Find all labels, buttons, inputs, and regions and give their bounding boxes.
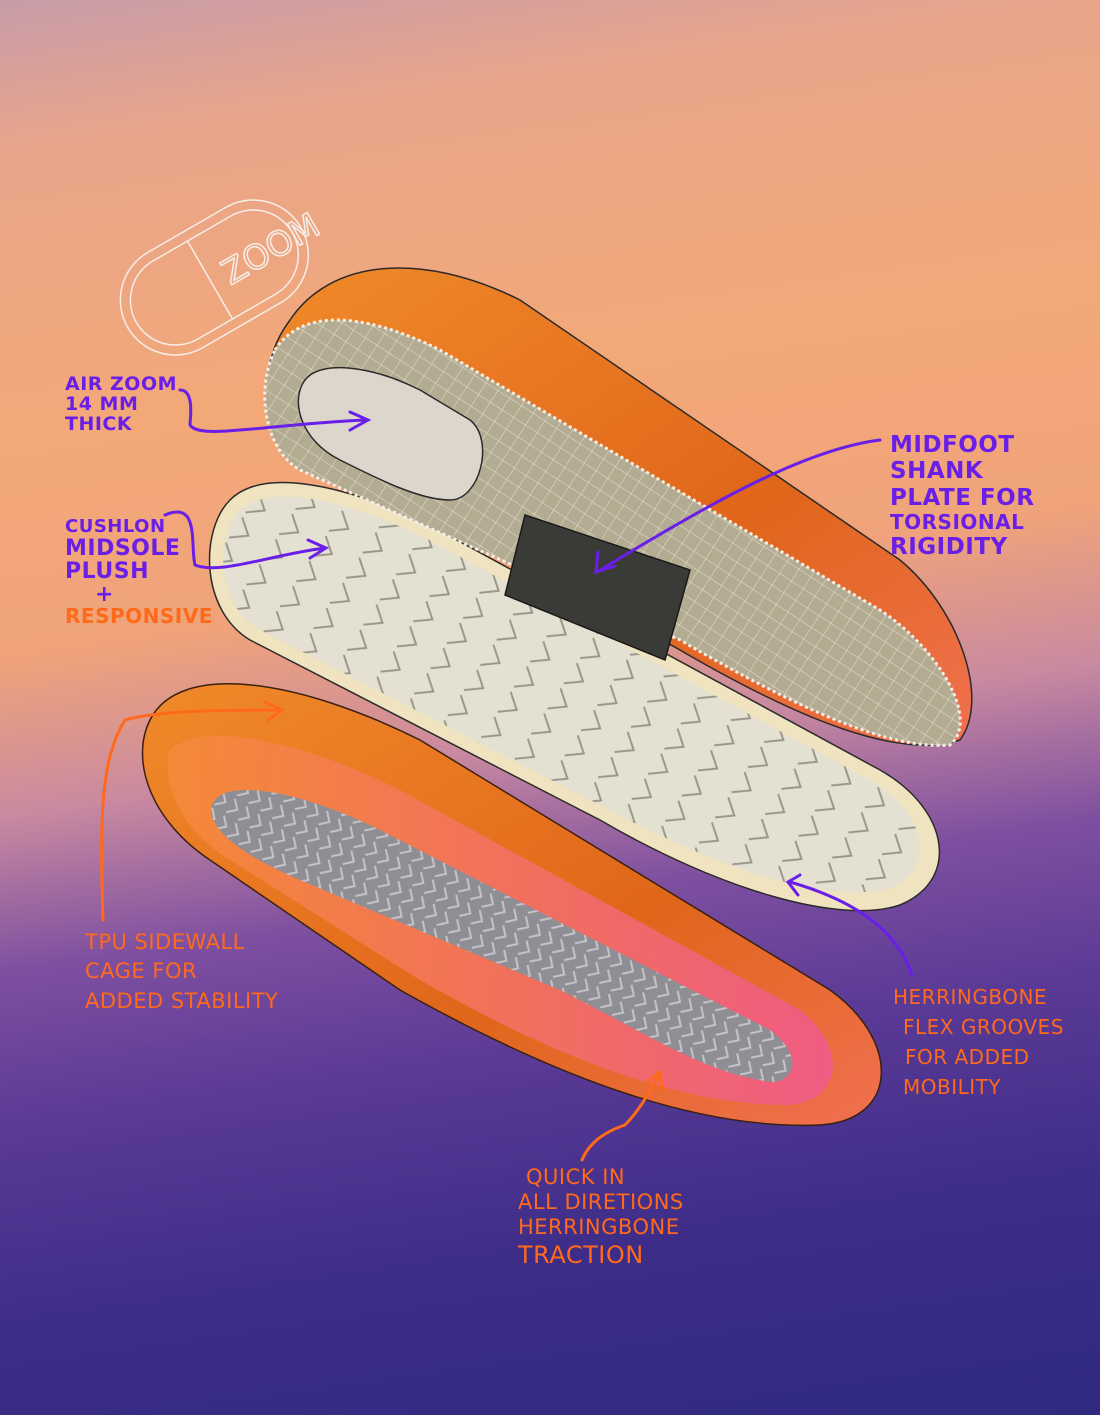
annotation-line: MIDSOLE (65, 535, 181, 561)
annotation-line: HERRINGBONE (518, 1215, 680, 1240)
annotation-line: CUSHLON (65, 516, 166, 537)
annotation-line: PLUSH (65, 558, 149, 584)
annotation-line: ADDED STABILITY (85, 988, 279, 1013)
annotation-line: FLEX GROOVES (903, 1015, 1064, 1039)
annotation-line: QUICK IN (526, 1165, 626, 1189)
annotation-line: + (95, 582, 114, 608)
annotation-line: THICK (65, 412, 133, 435)
annotation-herringbone: HERRINGBONE FLEX GROOVES FOR ADDED MOBIL… (893, 982, 1064, 1102)
annotation-air-zoom: AIR ZOOM 14 MM THICK (65, 373, 178, 435)
annotation-line: PLATE FOR (890, 484, 1035, 511)
shank-plate (504, 514, 691, 662)
annotation-midfoot: MIDFOOT SHANK PLATE FOR TORSIONAL RIGIDI… (890, 432, 1034, 561)
annotation-line: FOR ADDED (905, 1045, 1030, 1069)
zoom-pod-label: ZOOM (215, 206, 327, 294)
annotation-line: RIGIDITY (890, 534, 1008, 561)
tpu-arrow (100, 700, 285, 922)
annotation-line: TORSIONAL (890, 510, 1025, 535)
air-zoom-arrow (178, 388, 372, 433)
annotation-line: HERRINGBONE (893, 985, 1048, 1009)
annotation-line: 14 MM (65, 392, 139, 415)
annotation-line: TPU SIDEWALL (85, 930, 245, 954)
insole-layer (263, 267, 973, 747)
air-zoom-unit (297, 366, 484, 501)
annotation-line: MIDFOOT (890, 432, 1015, 458)
annotation-line: AIR ZOOM (65, 373, 178, 395)
annotation-line: SHANK (890, 458, 984, 485)
annotation-line: CAGE FOR (85, 959, 198, 984)
midfoot-arrow (594, 438, 882, 575)
outsole (141, 683, 882, 1127)
annotation-traction: QUICK IN ALL DIRETIONS HERRINGBONE TRACT… (518, 1165, 684, 1269)
annotation-accent: RESPONSIVE (65, 604, 213, 629)
herringbone-arrow (785, 873, 914, 977)
cushlon-arrow (163, 510, 330, 570)
annotation-cushlon: CUSHLON MIDSOLE PLUSH + RESPONSIVE (65, 516, 213, 629)
annotation-line: MOBILITY (903, 1075, 1002, 1099)
annotation-line: TRACTION (518, 1240, 644, 1269)
annotation-line: ALL DIRETIONS (518, 1190, 684, 1215)
traction-arrow (580, 1069, 664, 1162)
annotation-tpu: TPU SIDEWALL CAGE FOR ADDED STABILITY (85, 928, 278, 1016)
